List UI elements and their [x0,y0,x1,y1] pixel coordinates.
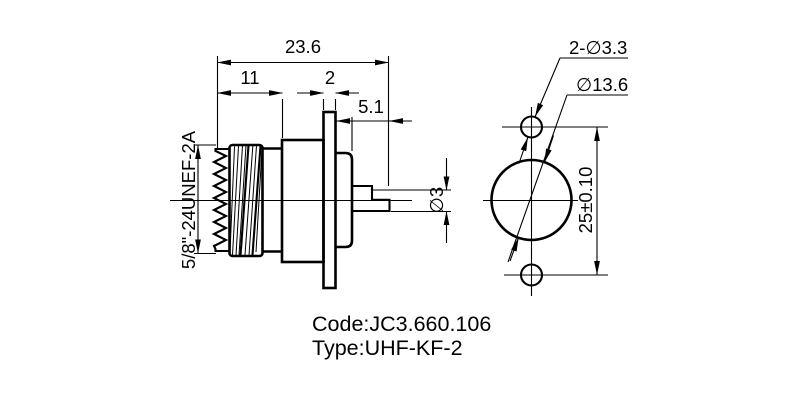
coupling-barrel [228,143,264,258]
barrel-hatch [229,145,263,256]
leader-arrow [509,237,520,262]
leader-arrow [518,137,529,164]
code-label: Code:JC3.660.106 [312,312,491,336]
flange-side [322,110,337,290]
dim-body-diameter: ∅13.6 [576,74,628,95]
barrel-divider [251,145,262,256]
mounting-hole-bottom [519,263,544,287]
leader-line [507,94,568,263]
dim-flange-thickness: 2 [325,67,335,88]
dim-rear-length: 5.1 [358,96,384,117]
leader-arrow [534,57,561,117]
barrel-divider [239,145,250,256]
leader-arrow [543,135,555,163]
type-label: Type:UHF-KF-2 [312,336,463,360]
rear-cylinder [335,151,354,249]
mounting-hole-top [519,115,544,139]
side-dimensions: 23.6 11 2 5.1 ∅3 5/8"-24UNEF-2A [178,36,451,269]
barrel-outline [228,143,264,258]
side-view [170,110,412,290]
neck-section [262,147,282,253]
dim-hole-spacing: 25±0.10 [575,167,596,234]
dim-thread-length: 11 [240,67,259,88]
body-circle [490,158,573,242]
dim-pin-diameter: ∅3 [426,187,447,213]
dim-mounting-holes: 2-∅3.3 [569,37,627,58]
front-view: 2-∅3.3 ∅13.6 25±0.10 [483,37,628,296]
dim-overall-length: 23.6 [285,36,321,57]
thread-teeth [211,147,230,253]
solder-pin [352,184,391,213]
dim-thread-spec: 5/8"-24UNEF-2A [178,130,199,269]
title-block: Code:JC3.660.106 Type:UHF-KF-2 [312,312,491,360]
